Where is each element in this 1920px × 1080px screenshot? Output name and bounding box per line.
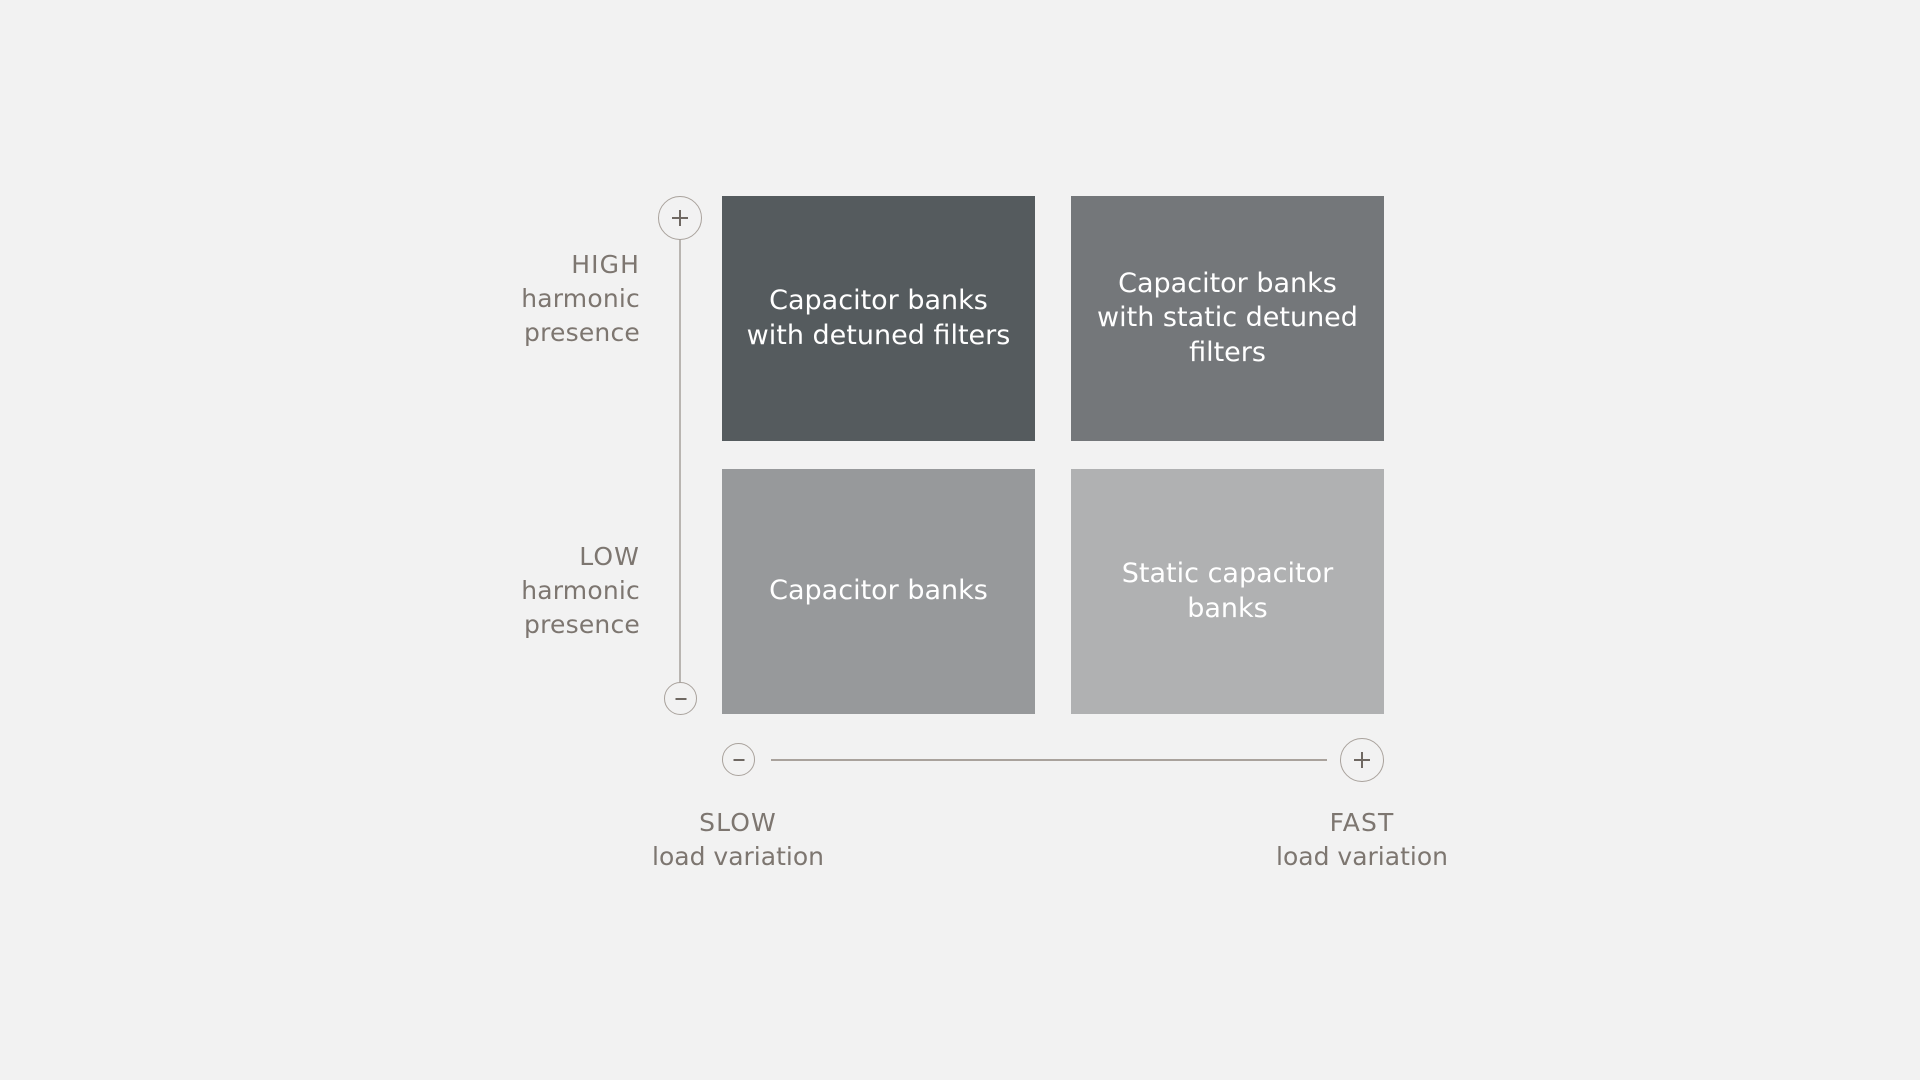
- quadrant-grid: Capacitor banks with detuned filters Cap…: [722, 196, 1384, 714]
- horizontal-axis-line: [771, 759, 1327, 761]
- axis-label-fast-line2: load variation: [1276, 842, 1448, 871]
- quadrant-bottom-right[interactable]: Static capacitor banks: [1071, 469, 1384, 714]
- axis-label-low-line2: harmonic: [521, 576, 640, 605]
- minus-circle-icon: [664, 682, 697, 715]
- plus-circle-icon: [658, 196, 702, 240]
- quadrant-label: Capacitor banks with detuned filters: [746, 285, 1011, 351]
- axis-label-fast-load: FAST load variation: [1152, 806, 1572, 874]
- axis-label-slow-line2: load variation: [652, 842, 824, 871]
- axis-label-fast-emphasis: FAST: [1329, 808, 1395, 837]
- quadrant-label: Capacitor banks with static detuned filt…: [1097, 268, 1358, 368]
- vertical-axis-line: [679, 235, 681, 685]
- quadrant-top-right[interactable]: Capacitor banks with static detuned filt…: [1071, 196, 1384, 441]
- axis-label-slow-emphasis: SLOW: [699, 808, 777, 837]
- axis-label-low-harmonic: LOW harmonic presence: [380, 540, 640, 642]
- quadrant-bottom-left[interactable]: Capacitor banks: [722, 469, 1035, 714]
- axis-label-high-harmonic: HIGH harmonic presence: [380, 248, 640, 350]
- quadrant-top-left[interactable]: Capacitor banks with detuned filters: [722, 196, 1035, 441]
- axis-label-slow-load: SLOW load variation: [528, 806, 948, 874]
- axis-label-high-line3: presence: [524, 318, 640, 347]
- axis-label-high-line2: harmonic: [521, 284, 640, 313]
- axis-label-high-emphasis: HIGH: [571, 250, 640, 279]
- quadrant-label: Capacitor banks: [769, 575, 988, 607]
- axis-label-low-line3: presence: [524, 610, 640, 639]
- plus-circle-icon: [1340, 738, 1384, 782]
- minus-circle-icon: [722, 743, 755, 776]
- quadrant-label: Static capacitor banks: [1121, 558, 1334, 624]
- axis-label-low-emphasis: LOW: [579, 542, 640, 571]
